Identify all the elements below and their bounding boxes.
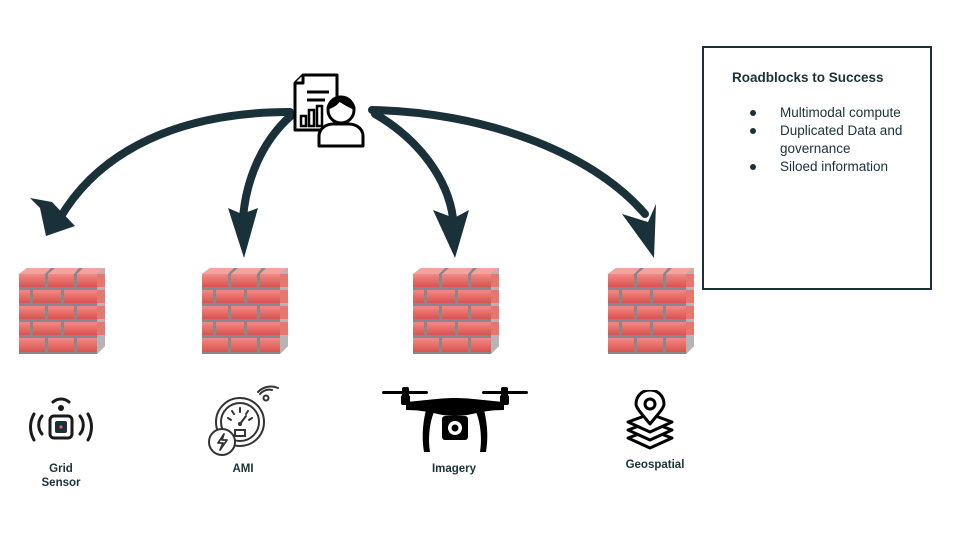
map-layers-pin-icon: [624, 388, 676, 450]
arrow-to-geospatial: [368, 106, 649, 218]
arrowhead-geospatial: [622, 204, 656, 258]
source-label-geospatial: Geospatial: [625, 459, 685, 471]
grid-sensor-icon: [22, 392, 100, 450]
brick-wall-icon: [15, 266, 107, 358]
drone-icon: [380, 386, 530, 452]
hub-analyst-report-icon: [293, 72, 365, 148]
arrow-to-grid-sensor: [56, 108, 294, 222]
brick-wall-icon: [604, 266, 696, 358]
roadblocks-title: Roadblocks to Success: [732, 70, 884, 85]
arrow-to-ami: [239, 110, 297, 222]
brick-wall-icon: [198, 266, 290, 358]
source-label-imagery: Imagery: [431, 463, 477, 475]
arrowhead-ami: [228, 208, 258, 258]
bullet-icon: [750, 128, 756, 134]
source-label-ami: AMI: [232, 463, 254, 475]
source-label-grid-sensor: Grid Sensor: [41, 463, 81, 489]
roadblocks-list: Multimodal compute Duplicated Data and g…: [732, 104, 928, 176]
roadblocks-panel: Roadblocks to Success Multimodal compute…: [702, 46, 932, 290]
arrowhead-imagery: [433, 210, 469, 258]
arrow-to-imagery: [371, 110, 457, 222]
roadblock-item: Duplicated Data and governance: [732, 122, 928, 158]
smart-meter-icon: [206, 384, 282, 460]
bullet-icon: [750, 164, 756, 170]
bullet-icon: [750, 110, 756, 116]
roadblock-item: Multimodal compute: [732, 104, 928, 122]
arrowhead-grid-sensor: [30, 198, 75, 236]
roadblock-item: Siloed information: [732, 158, 928, 176]
brick-wall-icon: [409, 266, 501, 358]
